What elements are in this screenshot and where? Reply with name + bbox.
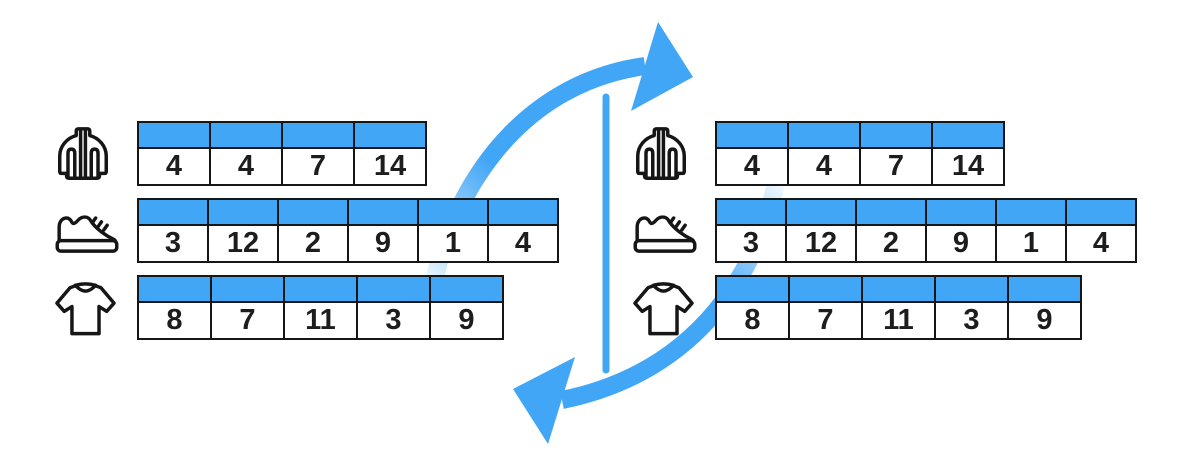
right-jacket-table: 4 4 7 14 <box>715 121 1005 186</box>
header-cell <box>430 276 503 302</box>
right-sneaker-row: 3 12 2 9 1 4 <box>630 198 1137 263</box>
left-panel: 4 4 7 14 3 12 2 9 1 4 <box>52 121 559 340</box>
header-cell <box>932 122 1004 148</box>
header-cell <box>788 122 860 148</box>
value-cell: 4 <box>788 148 860 185</box>
right-tshirt-row: 8 7 11 3 9 <box>630 275 1137 340</box>
value-cell: 8 <box>716 302 789 339</box>
value-cell: 12 <box>208 225 278 262</box>
header-cell <box>996 199 1066 225</box>
left-tshirt-table: 8 7 11 3 9 <box>137 275 504 340</box>
value-cell: 1 <box>418 225 488 262</box>
left-jacket-row: 4 4 7 14 <box>52 121 559 186</box>
value-cell: 9 <box>1008 302 1081 339</box>
header-cell <box>862 276 935 302</box>
tshirt-icon <box>630 276 715 339</box>
value-cell: 2 <box>278 225 348 262</box>
value-cell: 7 <box>789 302 862 339</box>
header-cell <box>935 276 1008 302</box>
value-cell: 4 <box>716 148 788 185</box>
arrowhead-right-icon <box>631 22 693 111</box>
value-cell: 11 <box>284 302 357 339</box>
right-jacket-row: 4 4 7 14 <box>630 121 1137 186</box>
value-cell: 7 <box>282 148 354 185</box>
arrowhead-left-icon <box>513 357 575 444</box>
right-sneaker-table: 3 12 2 9 1 4 <box>715 198 1137 263</box>
left-sneaker-row: 3 12 2 9 1 4 <box>52 198 559 263</box>
value-cell: 9 <box>348 225 418 262</box>
header-cell <box>716 199 786 225</box>
header-cell <box>354 122 426 148</box>
header-cell <box>211 276 284 302</box>
value-cell: 4 <box>210 148 282 185</box>
header-cell <box>210 122 282 148</box>
header-cell <box>860 122 932 148</box>
jacket-icon <box>630 122 715 185</box>
header-cell <box>926 199 996 225</box>
header-cell <box>284 276 357 302</box>
value-cell: 4 <box>488 225 558 262</box>
right-tshirt-table: 8 7 11 3 9 <box>715 275 1082 340</box>
header-cell <box>348 199 418 225</box>
header-cell <box>716 276 789 302</box>
header-cell <box>138 276 211 302</box>
right-panel: 4 4 7 14 3 12 2 9 1 4 <box>630 121 1137 340</box>
jacket-icon <box>52 122 137 185</box>
value-cell: 11 <box>862 302 935 339</box>
value-cell: 7 <box>211 302 284 339</box>
sneaker-icon <box>52 199 137 262</box>
header-cell <box>357 276 430 302</box>
value-cell: 9 <box>430 302 503 339</box>
header-cell <box>208 199 278 225</box>
value-cell: 3 <box>138 225 208 262</box>
header-cell <box>1008 276 1081 302</box>
header-cell <box>716 122 788 148</box>
value-cell: 2 <box>856 225 926 262</box>
header-cell <box>138 122 210 148</box>
value-cell: 3 <box>716 225 786 262</box>
header-cell <box>1066 199 1136 225</box>
header-cell <box>786 199 856 225</box>
value-cell: 8 <box>138 302 211 339</box>
header-cell <box>278 199 348 225</box>
value-cell: 14 <box>354 148 426 185</box>
header-cell <box>488 199 558 225</box>
sneaker-icon <box>630 199 715 262</box>
value-cell: 3 <box>935 302 1008 339</box>
header-cell <box>856 199 926 225</box>
value-cell: 4 <box>1066 225 1136 262</box>
value-cell: 9 <box>926 225 996 262</box>
header-cell <box>789 276 862 302</box>
left-tshirt-row: 8 7 11 3 9 <box>52 275 559 340</box>
header-cell <box>418 199 488 225</box>
header-cell <box>138 199 208 225</box>
value-cell: 3 <box>357 302 430 339</box>
header-cell <box>282 122 354 148</box>
value-cell: 14 <box>932 148 1004 185</box>
tshirt-icon <box>52 276 137 339</box>
value-cell: 12 <box>786 225 856 262</box>
left-sneaker-table: 3 12 2 9 1 4 <box>137 198 559 263</box>
value-cell: 4 <box>138 148 210 185</box>
value-cell: 1 <box>996 225 1066 262</box>
value-cell: 7 <box>860 148 932 185</box>
left-jacket-table: 4 4 7 14 <box>137 121 427 186</box>
